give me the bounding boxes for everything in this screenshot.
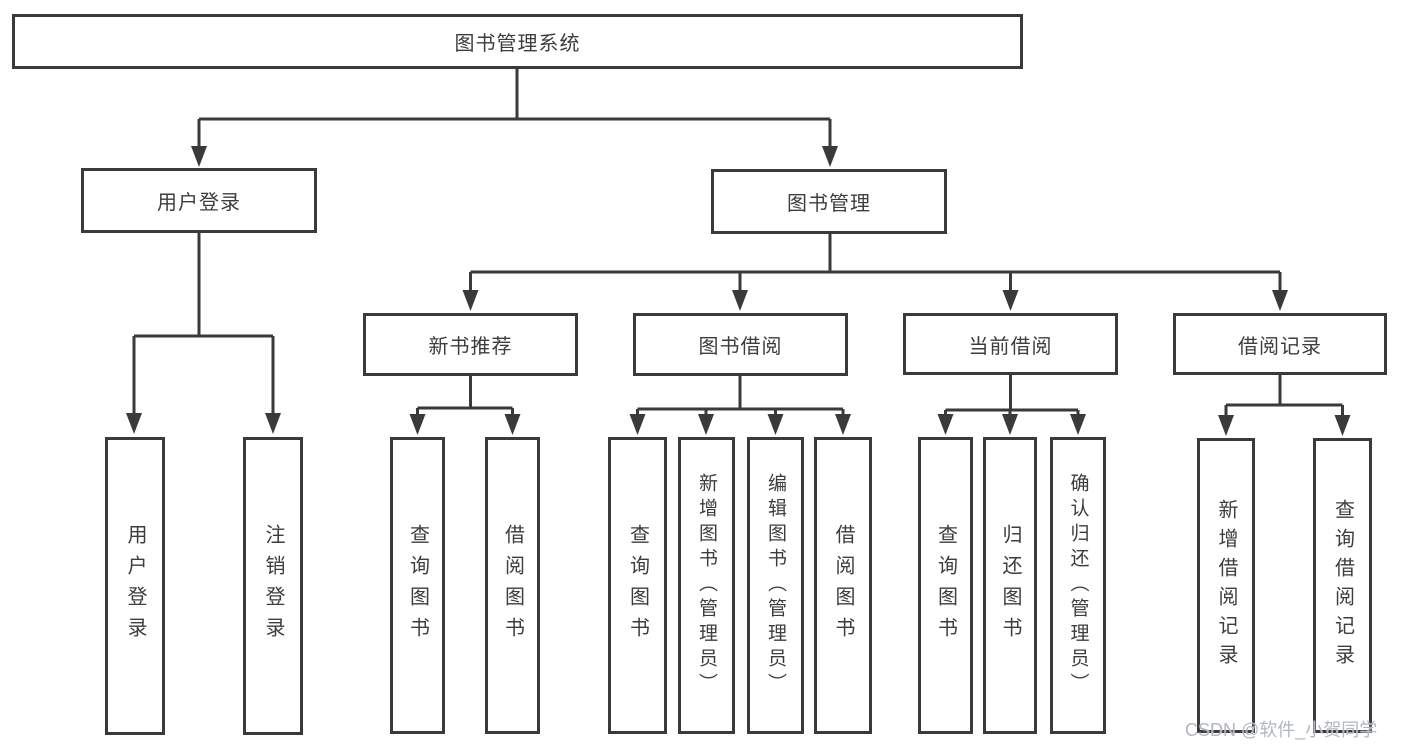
node-label: 注销登录: [262, 524, 284, 648]
arrow-down-icon: [1218, 415, 1234, 436]
arrow-down-icon: [409, 414, 426, 435]
arrow-down-icon: [1070, 414, 1086, 435]
connector-book-borrow-children: [629, 376, 851, 435]
leaf-logout: 注销登录: [243, 437, 303, 735]
csdn-watermark: CSDN @软件_小贺同学: [1185, 720, 1378, 740]
node-label: 查询图书: [406, 523, 429, 648]
node-label: 借阅图书: [501, 523, 524, 648]
node-label: 图书借阅: [698, 336, 783, 358]
node-book-management: 图书管理: [711, 169, 947, 234]
leaf-query-books-borrowing: 查询图书: [608, 437, 667, 734]
node-label: 确认归还（管理员）: [1067, 473, 1089, 698]
arrow-down-icon: [822, 146, 838, 167]
arrow-down-icon: [126, 413, 142, 434]
arrow-down-icon: [732, 290, 748, 311]
connector-borrow-record-children: [1218, 375, 1351, 436]
arrow-down-icon: [1002, 414, 1018, 435]
node-label: 查询借阅记录: [1331, 498, 1354, 673]
leaf-confirm-return-admin: 确认归还（管理员）: [1050, 437, 1106, 734]
node-new-book-recommendation: 新书推荐: [363, 313, 578, 376]
leaf-add-borrowing-record: 新增借阅记录: [1197, 438, 1255, 733]
connector-user-login-children: [126, 232, 281, 434]
connector-book-mgmt-to-level3: [462, 234, 1288, 311]
node-book-borrowing: 图书借阅: [633, 313, 848, 376]
leaf-user-login: 用户登录: [105, 437, 165, 735]
leaf-edit-books-admin: 编辑图书（管理员）: [747, 437, 804, 734]
leaf-query-books-recommend: 查询图书: [390, 437, 445, 734]
connector-current-borrow-children: [937, 375, 1086, 435]
connector-root-to-level2: [191, 66, 838, 167]
arrow-down-icon: [1334, 415, 1351, 436]
arrow-down-icon: [504, 414, 521, 435]
leaf-add-books-admin: 新增图书（管理员）: [678, 437, 735, 734]
arrow-down-icon: [835, 414, 851, 435]
arrow-down-icon: [629, 414, 646, 435]
arrow-down-icon: [191, 146, 207, 167]
node-borrowing-records: 借阅记录: [1173, 313, 1387, 375]
arrow-down-icon: [937, 414, 954, 435]
node-label: 当前借阅: [968, 335, 1053, 358]
connector-new-book-children: [409, 376, 521, 435]
node-label: 归还图书: [999, 523, 1021, 648]
node-label: 用户登录: [157, 192, 241, 214]
leaf-return-books: 归还图书: [983, 437, 1037, 734]
node-label: 新增图书（管理员）: [696, 473, 717, 698]
node-label: 查询图书: [626, 523, 649, 648]
node-label: 查询图书: [934, 523, 957, 648]
leaf-borrow-books: 借阅图书: [814, 437, 872, 734]
node-label: 借阅记录: [1238, 335, 1322, 358]
node-label: 用户登录: [124, 524, 146, 648]
node-user-login: 用户登录: [81, 168, 317, 233]
node-label: 图书管理系统: [454, 33, 581, 55]
node-library-management-system: 图书管理系统: [12, 14, 1023, 69]
leaf-query-borrowing-record: 查询借阅记录: [1313, 438, 1372, 733]
leaf-query-books-current: 查询图书: [918, 437, 973, 734]
node-current-borrowing: 当前借阅: [903, 313, 1118, 375]
arrow-down-icon: [265, 413, 281, 434]
node-label: 借阅图书: [832, 523, 854, 648]
node-label: 新增借阅记录: [1215, 498, 1237, 673]
arrow-down-icon: [1002, 290, 1019, 311]
arrow-down-icon: [1272, 290, 1288, 311]
leaf-borrow-books-recommend: 借阅图书: [485, 437, 540, 734]
arrow-down-icon: [462, 290, 479, 311]
node-label: 新书推荐: [428, 336, 513, 358]
arrow-down-icon: [767, 414, 784, 435]
arrow-down-icon: [698, 414, 714, 435]
node-label: 图书管理: [787, 193, 871, 215]
node-label: 编辑图书（管理员）: [765, 473, 786, 698]
